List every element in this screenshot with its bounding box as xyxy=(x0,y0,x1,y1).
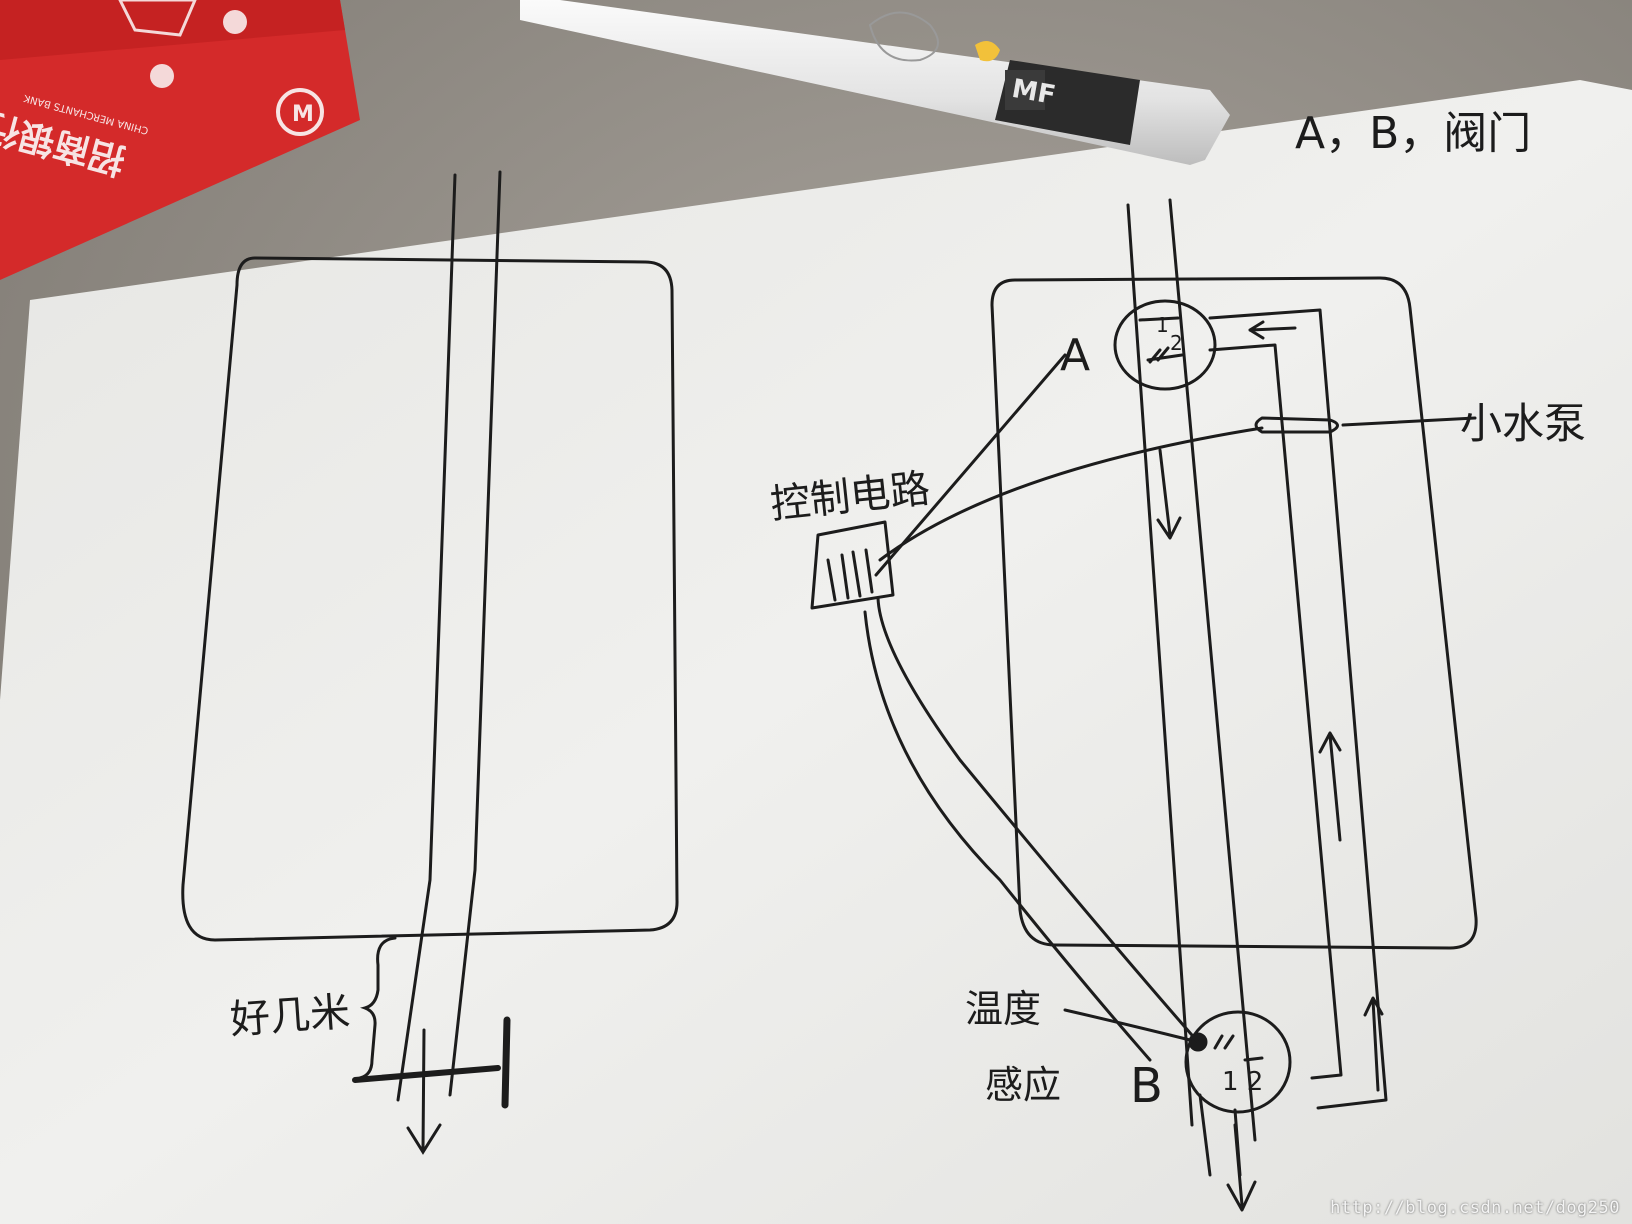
temp-sensor-label-line1: 温度 xyxy=(965,987,1041,1031)
pump-lead xyxy=(1341,416,1477,427)
valve-a-mark-1: 1 xyxy=(1156,313,1169,337)
right-pipe-line-1 xyxy=(1126,203,1194,1127)
paper-sheet xyxy=(0,80,1632,1224)
return-top-arrow xyxy=(1248,320,1297,340)
wire-to-pump xyxy=(878,426,1264,562)
down-flow-arrow xyxy=(1156,448,1182,540)
valve-b-marks: 1 2 xyxy=(1222,1067,1263,1097)
temp-sensor-label-line2: 感应 xyxy=(985,1063,1061,1107)
right-pipe-line-2 xyxy=(1168,198,1257,1142)
right-return-pipe-inner xyxy=(1208,343,1343,1080)
valve-b-circle xyxy=(1184,1010,1292,1114)
right-return-pipe-outer xyxy=(1208,308,1388,1110)
valve-b-label: B xyxy=(1130,1058,1163,1114)
right-title: A，B，阀门 xyxy=(1295,108,1531,159)
left-pipe-line-2 xyxy=(448,170,502,1097)
valve-a-circle xyxy=(1113,299,1217,391)
pen: MF xyxy=(520,0,1230,165)
pump-label: 小水泵 xyxy=(1460,399,1586,448)
pump-body xyxy=(1254,416,1339,434)
right-tank-drawing xyxy=(810,198,1478,1212)
watermark: http://blog.csdn.net/dog250 xyxy=(1330,1198,1620,1218)
left-ground-post xyxy=(501,1016,511,1109)
up-flow-arrow xyxy=(1318,731,1342,842)
valve-a-mark-2: 2 xyxy=(1170,331,1183,355)
wire-to-valve-a xyxy=(874,353,1067,577)
left-ground-bar xyxy=(352,1065,501,1083)
left-tank xyxy=(181,256,679,942)
bottom-down-arrow xyxy=(1226,1123,1257,1212)
left-down-arrow xyxy=(406,1028,442,1155)
left-tank-drawing xyxy=(181,170,679,1155)
bank-card: M 招商银行 CHINA MERCHANTS BANK xyxy=(0,0,360,280)
control-circuit-box xyxy=(810,520,895,610)
right-tank xyxy=(990,276,1478,950)
wire-to-sensor-2 xyxy=(863,610,1152,1062)
left-depth-label: 好几米 xyxy=(229,989,352,1043)
wire-to-sensor-1 xyxy=(876,596,1200,1044)
pen-label: MF xyxy=(1010,74,1058,111)
valve-a-label: A xyxy=(1060,330,1090,381)
svg-text:M: M xyxy=(292,102,314,127)
left-pipe-line-1 xyxy=(396,173,457,1102)
left-depth-brace xyxy=(358,936,397,1080)
bottom-right-arrow xyxy=(1363,996,1384,1092)
